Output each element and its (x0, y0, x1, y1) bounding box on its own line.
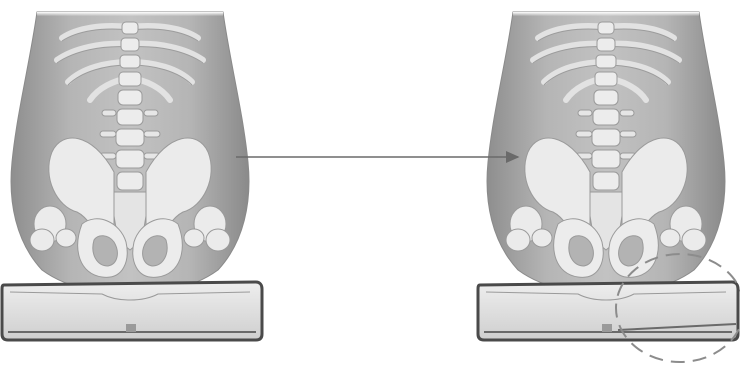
panel-before (2, 12, 262, 340)
panel-after (478, 12, 738, 340)
pelvis-illustration-after (478, 12, 738, 340)
pelvis-illustration-before (2, 12, 262, 340)
